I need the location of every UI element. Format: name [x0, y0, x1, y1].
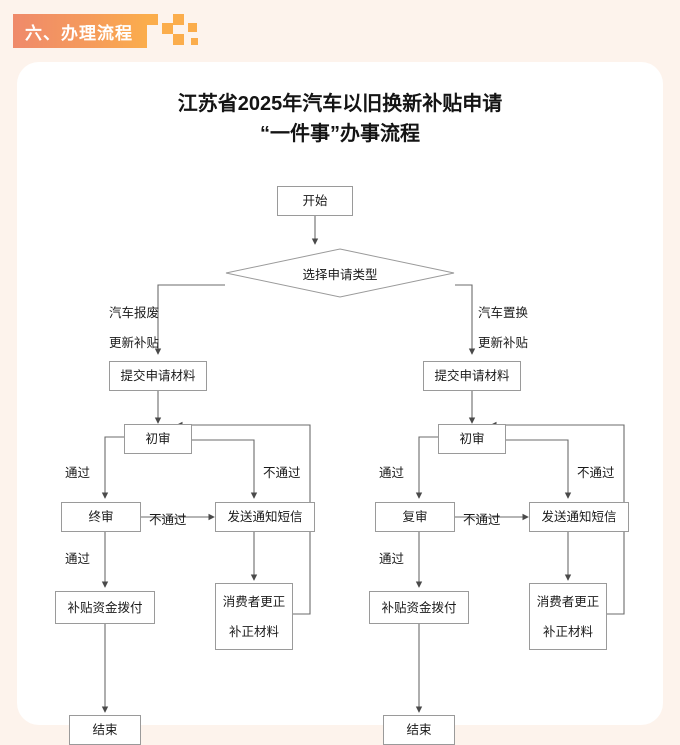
section-header: 六、办理流程 — [13, 14, 203, 48]
flowchart-card: 江苏省2025年汽车以旧换新补贴申请 “一件事”办事流程 — [17, 62, 663, 745]
node-right-first-review: 初审 — [438, 424, 506, 454]
node-left-end: 结束 — [69, 715, 141, 745]
node-start-label: 开始 — [302, 194, 328, 208]
edge-label-left-branch-line2: 更新补贴 — [109, 336, 160, 350]
deco-square — [188, 23, 197, 32]
node-right-correction-line2: 补正材料 — [542, 624, 593, 639]
edge-label-left-pass-1: 通过 — [65, 466, 91, 480]
node-left-submit: 提交申请材料 — [109, 361, 207, 391]
node-right-end: 结束 — [383, 715, 455, 745]
node-left-disburse: 补贴资金拨付 — [55, 591, 155, 624]
edge-label-right-branch-line1: 汽车置换 — [478, 306, 529, 320]
deco-square — [173, 14, 184, 25]
node-decision-label: 选择申请类型 — [302, 267, 378, 282]
edge-label-right-pass-1: 通过 — [379, 466, 405, 480]
section-badge-label: 六、办理流程 — [13, 14, 147, 48]
node-right-correction: 消费者更正 补正材料 — [529, 583, 607, 650]
node-left-sms-label: 发送通知短信 — [227, 510, 303, 524]
edge-label-right-branch-line2: 更新补贴 — [478, 336, 529, 350]
edge-label-left-fail-2: 不通过 — [149, 513, 187, 527]
edge-label-left-pass-2: 通过 — [65, 552, 91, 566]
header-decoration-squares — [147, 14, 203, 48]
deco-square — [191, 38, 198, 45]
node-left-disburse-label: 补贴资金拨付 — [67, 600, 143, 615]
chart-title: 江苏省2025年汽车以旧换新补贴申请 “一件事”办事流程 — [17, 89, 663, 149]
node-left-end-label: 结束 — [92, 723, 118, 737]
edge-label-right-fail-1: 不通过 — [577, 466, 615, 480]
edge-label-right-pass-2: 通过 — [379, 552, 405, 566]
node-left-sms: 发送通知短信 — [215, 502, 315, 532]
node-right-submit: 提交申请材料 — [423, 361, 521, 391]
title-line-1: 江苏省2025年汽车以旧换新补贴申请 — [177, 93, 503, 115]
deco-square — [173, 34, 184, 45]
edge-label-left-branch-line1: 汽车报废 — [109, 306, 160, 320]
deco-square — [162, 23, 173, 34]
node-right-first-review-label: 初审 — [459, 432, 485, 446]
node-right-second-review-label: 复审 — [402, 510, 428, 524]
node-right-submit-label: 提交申请材料 — [434, 369, 510, 383]
node-left-correction-line1: 消费者更正 — [222, 594, 286, 609]
node-left-correction: 消费者更正 补正材料 — [215, 583, 293, 650]
node-right-second-review: 复审 — [375, 502, 455, 532]
node-left-first-review-label: 初审 — [145, 432, 171, 446]
node-decision: 选择申请类型 — [225, 248, 455, 298]
title-line-2: “一件事”办事流程 — [260, 123, 420, 145]
node-start: 开始 — [277, 186, 353, 216]
edge-label-right-fail-2: 不通过 — [463, 513, 501, 527]
node-right-sms: 发送通知短信 — [529, 502, 629, 532]
node-right-end-label: 结束 — [406, 723, 432, 737]
node-left-second-review: 终审 — [61, 502, 141, 532]
node-right-disburse: 补贴资金拨付 — [369, 591, 469, 624]
deco-square — [147, 14, 158, 25]
node-right-correction-line1: 消费者更正 — [536, 594, 600, 609]
node-right-disburse-label: 补贴资金拨付 — [381, 600, 457, 615]
node-left-first-review: 初审 — [124, 424, 192, 454]
node-left-correction-line2: 补正材料 — [228, 624, 279, 639]
edge-label-left-fail-1: 不通过 — [263, 466, 301, 480]
node-right-sms-label: 发送通知短信 — [541, 510, 617, 524]
node-left-submit-label: 提交申请材料 — [120, 369, 196, 383]
node-left-second-review-label: 终审 — [88, 510, 114, 524]
flowchart: 开始 选择申请类型 汽车报废 更新补贴 提交申请材料 初审 通过 不通过 终审 … — [17, 62, 663, 745]
